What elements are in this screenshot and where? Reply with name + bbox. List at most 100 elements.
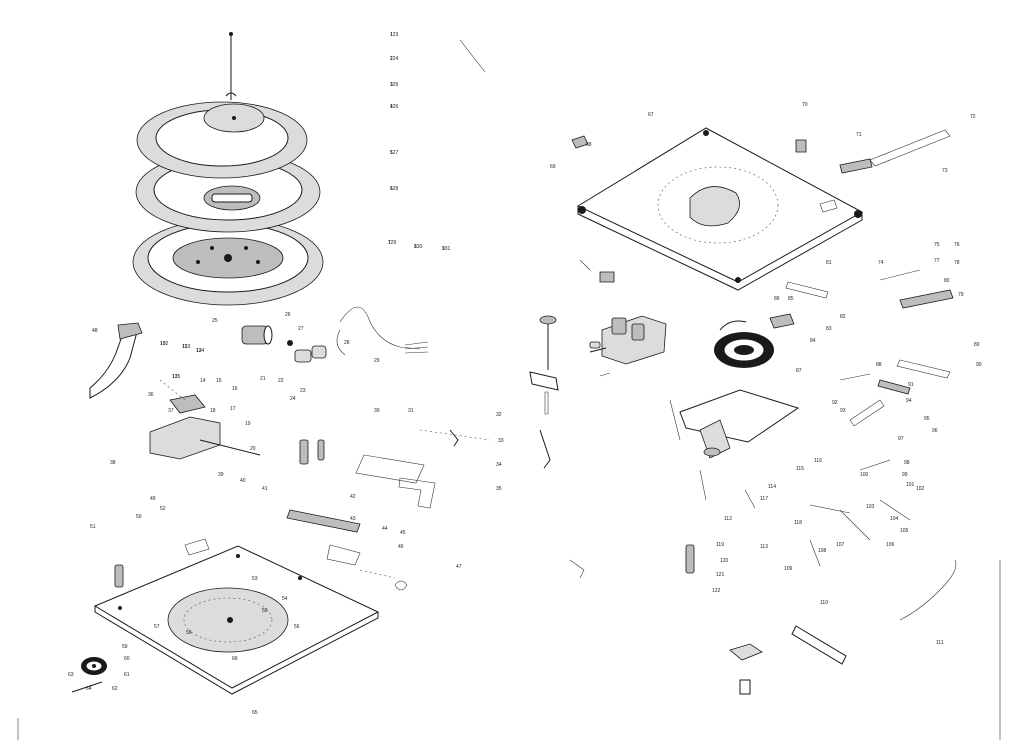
callout-74: 74 <box>878 260 884 266</box>
callout-60: 60 <box>124 656 130 662</box>
callout-13: 13 <box>172 374 178 380</box>
callout-99: 99 <box>902 472 908 478</box>
spindle-part <box>225 32 237 100</box>
callout-118: 118 <box>794 520 802 526</box>
callout-57: 57 <box>154 624 160 630</box>
callout-106: 106 <box>886 542 895 548</box>
callout-100: 100 <box>860 472 869 478</box>
callout-72: 72 <box>970 114 976 120</box>
callout-23: 23 <box>300 388 306 394</box>
callout-42: 42 <box>350 494 356 500</box>
callout-82: 82 <box>840 314 846 320</box>
callout-69: 69 <box>550 164 556 170</box>
callout-76: 76 <box>954 242 960 248</box>
callout-81: 81 <box>826 260 832 266</box>
callout-7: 7 <box>388 240 391 246</box>
callout-92: 92 <box>832 400 838 406</box>
spindle-part-right <box>529 315 559 469</box>
callout-26: 26 <box>285 312 291 318</box>
callout-3: 3 <box>390 82 393 88</box>
callout-6: 6 <box>390 186 393 192</box>
callout-111: 111 <box>936 640 944 646</box>
mechanism-plate <box>669 389 800 501</box>
callout-20: 20 <box>250 446 256 452</box>
callout-29: 29 <box>374 358 380 364</box>
callout-115: 115 <box>796 466 804 472</box>
callout-120: 120 <box>720 558 729 564</box>
callout-116: 116 <box>814 458 822 464</box>
callout-31: 31 <box>408 408 414 414</box>
callout-79: 79 <box>958 292 964 298</box>
callout-70: 70 <box>802 102 808 108</box>
callout-61: 61 <box>124 672 130 678</box>
platter-stack <box>132 101 324 306</box>
callout-77: 77 <box>934 258 940 264</box>
callout-53: 53 <box>252 576 258 582</box>
callout-27: 27 <box>298 326 304 332</box>
callout-66: 66 <box>232 656 238 662</box>
callout-130: 130 <box>414 244 423 250</box>
callout-35: 35 <box>496 486 502 492</box>
callout-114: 114 <box>768 484 776 490</box>
callout-32: 32 <box>496 412 502 418</box>
callout-86: 86 <box>774 296 780 302</box>
callout-73: 73 <box>942 168 948 174</box>
callout-123: 123 <box>390 32 399 38</box>
callout-109: 109 <box>784 566 793 572</box>
callout-18: 18 <box>210 408 216 414</box>
callout-108: 108 <box>818 548 827 554</box>
callout-132: 132 <box>160 341 169 347</box>
callout-25: 25 <box>212 318 218 324</box>
callout-50: 50 <box>136 514 142 520</box>
callout-17: 17 <box>230 406 236 412</box>
small-parts-right <box>569 259 957 695</box>
callout-93: 93 <box>840 408 846 414</box>
callout-112: 112 <box>724 516 732 522</box>
callout-122: 122 <box>712 588 721 594</box>
callout-125: 125 <box>390 82 399 88</box>
callout-28: 28 <box>344 340 350 346</box>
cam-gear-part <box>714 320 774 368</box>
callout-46: 46 <box>398 544 404 550</box>
callout-62: 62 <box>112 686 118 692</box>
callout-102: 102 <box>916 486 925 492</box>
callout-1: 1 <box>390 32 393 38</box>
callout-16: 16 <box>232 386 238 392</box>
callout-98: 98 <box>904 460 910 466</box>
callout-96: 96 <box>932 428 938 434</box>
callout-91: 91 <box>908 382 914 388</box>
arm-lever-part <box>571 129 951 174</box>
callout-127: 127 <box>390 150 399 156</box>
callout-64: 64 <box>86 686 92 692</box>
callout-83: 83 <box>826 326 832 332</box>
callout-11: 11 <box>182 344 187 350</box>
callout-2: 2 <box>390 56 393 62</box>
idler-wheel-part <box>71 657 107 693</box>
callout-54: 54 <box>282 596 288 602</box>
callout-113: 113 <box>760 544 768 550</box>
callout-36: 36 <box>148 392 154 398</box>
callout-88: 88 <box>876 362 882 368</box>
callout-48: 48 <box>92 328 98 334</box>
callout-63: 63 <box>68 672 74 678</box>
callout-45: 45 <box>400 530 406 536</box>
callout-90: 90 <box>976 362 982 368</box>
callout-12: 12 <box>196 348 202 354</box>
callout-14: 14 <box>200 378 206 384</box>
callout-121: 121 <box>716 572 725 578</box>
motor-part <box>241 325 327 363</box>
callout-24: 24 <box>290 396 296 402</box>
callout-37: 37 <box>168 408 174 414</box>
callout-33: 33 <box>498 438 504 444</box>
callout-95: 95 <box>924 416 930 422</box>
callout-22: 22 <box>278 378 284 384</box>
callout-34: 34 <box>496 462 502 468</box>
callout-117: 117 <box>760 496 768 502</box>
callout-134: 134 <box>196 348 205 354</box>
callout-97: 97 <box>898 436 904 442</box>
callout-133: 133 <box>182 344 191 350</box>
base-plate-left <box>93 538 380 695</box>
callout-30: 30 <box>374 408 380 414</box>
